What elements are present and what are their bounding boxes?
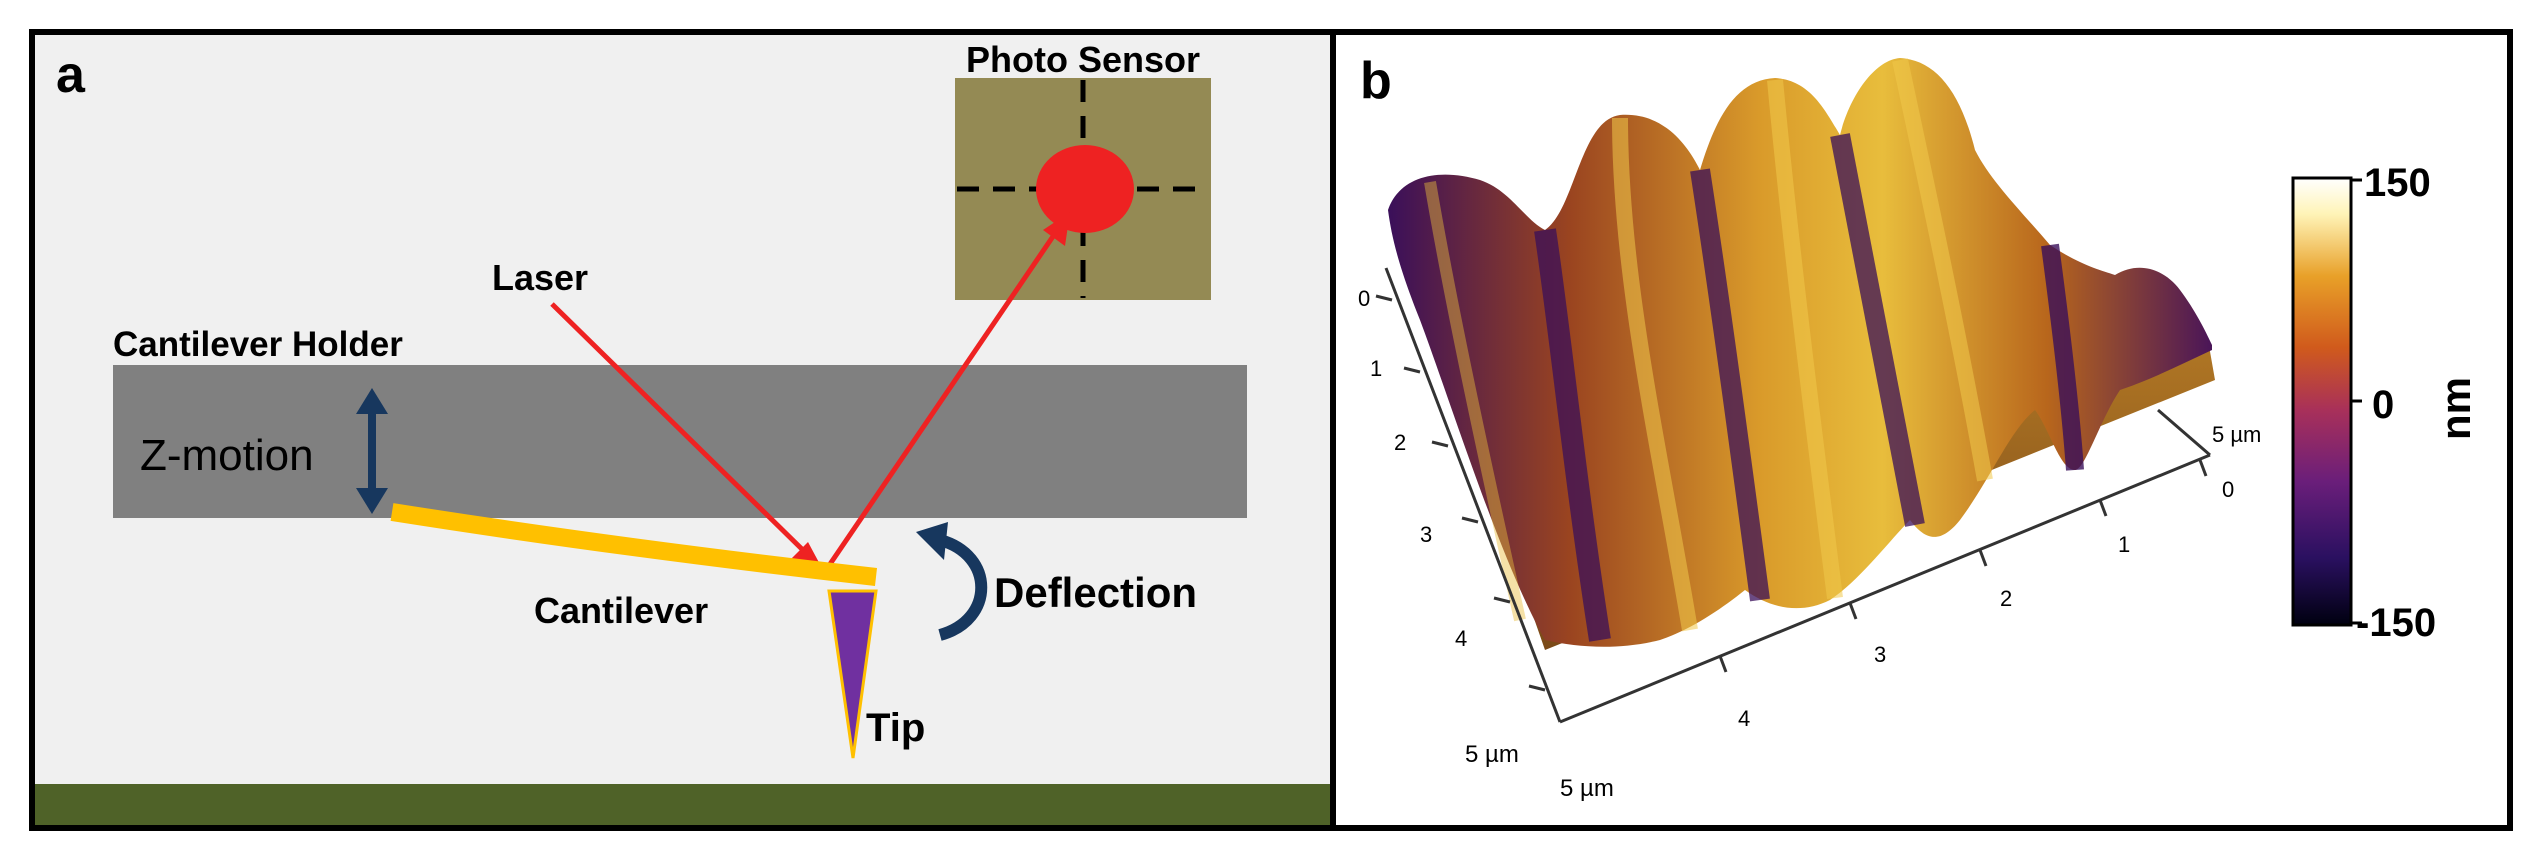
colorbar-gradient — [2293, 178, 2351, 625]
bottom-axis-start-label: 5 µm — [1560, 775, 1614, 802]
colorbar-min-label: -150 — [2356, 601, 2436, 645]
right-axis-end-label: 5 µm — [2212, 422, 2261, 447]
z-motion-label: Z-motion — [140, 431, 314, 480]
panel-b-letter: b — [1360, 52, 1392, 110]
deflection-label: Deflection — [994, 569, 1197, 616]
cantilever-label: Cantilever — [534, 590, 708, 631]
photo-sensor — [955, 78, 1211, 300]
colorbar-max-label: 150 — [2364, 161, 2431, 205]
left-tick-0: 0 — [1358, 286, 1370, 311]
colorbar-mid-label: 0 — [2372, 383, 2394, 427]
panel-a: a Photo Sensor Cantilever Holder Z-motio… — [32, 32, 1332, 828]
left-tick-1: 1 — [1370, 356, 1382, 381]
bottom-tick-2: 2 — [2000, 586, 2012, 611]
left-tick-2: 2 — [1394, 430, 1406, 455]
panel-b: b — [1334, 32, 2510, 828]
ground-strip — [32, 784, 1332, 828]
bottom-tick-3: 3 — [1874, 642, 1886, 667]
laser-label: Laser — [492, 257, 588, 298]
left-axis-end-label: 5 µm — [1465, 741, 1519, 768]
bottom-tick-0: 0 — [2222, 477, 2234, 502]
cantilever-holder-label: Cantilever Holder — [113, 325, 403, 364]
bottom-tick-1: 1 — [2118, 532, 2130, 557]
laser-spot — [1036, 145, 1134, 233]
left-tick-3: 3 — [1420, 522, 1432, 547]
panel-a-letter: a — [56, 46, 86, 104]
left-tick-4: 4 — [1455, 626, 1467, 651]
bottom-tick-4: 4 — [1738, 706, 1750, 731]
colorbar-unit-label: nm — [2432, 377, 2479, 440]
tip-label: Tip — [866, 706, 925, 750]
photo-sensor-label: Photo Sensor — [966, 39, 1200, 80]
